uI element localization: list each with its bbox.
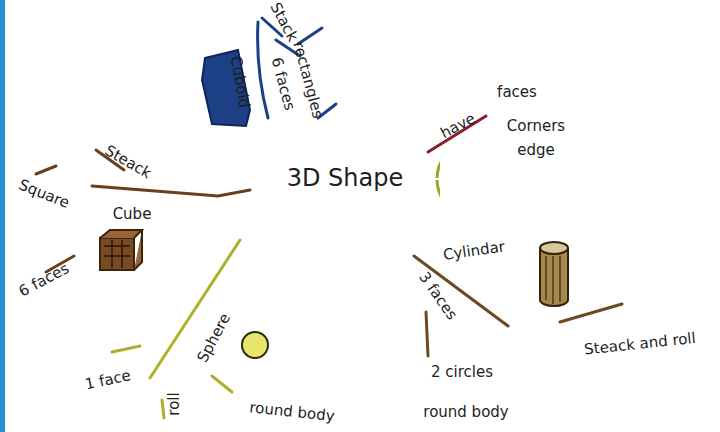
branch-word: have <box>438 110 478 142</box>
cylinder-note: round body <box>423 404 508 421</box>
central-title: 3D Shape <box>287 164 404 192</box>
property-note: Corners <box>507 118 565 135</box>
shape-name: Sphere <box>194 311 233 365</box>
page-border <box>0 0 5 432</box>
cylinder-drawing <box>540 242 568 306</box>
sphere-note: 1 face <box>84 367 133 393</box>
cylinder-note: 3 faces <box>416 269 461 323</box>
cuboid-note: 6 faces <box>268 56 298 113</box>
cube-drawing <box>100 230 142 270</box>
cylinder-note: Steack and roll <box>584 330 697 358</box>
property-note: edge <box>517 142 555 159</box>
cylinder-note: 2 circles <box>431 364 493 381</box>
sphere-note: round body <box>249 399 336 424</box>
shape-name: Cube <box>113 206 152 223</box>
sphere-drawing <box>242 332 268 358</box>
central-ellipse: 3D Shape <box>250 116 440 240</box>
cube-note: Steack <box>102 142 154 182</box>
property-note: faces <box>497 84 537 101</box>
sphere-note: roll <box>166 392 183 415</box>
sphere-branch <box>112 240 240 418</box>
cube-note: Square <box>16 176 71 211</box>
cube-note: 6 faces <box>16 260 71 300</box>
shape-name: Cylindar <box>442 239 506 264</box>
cuboid-note: Stack <box>267 0 301 44</box>
